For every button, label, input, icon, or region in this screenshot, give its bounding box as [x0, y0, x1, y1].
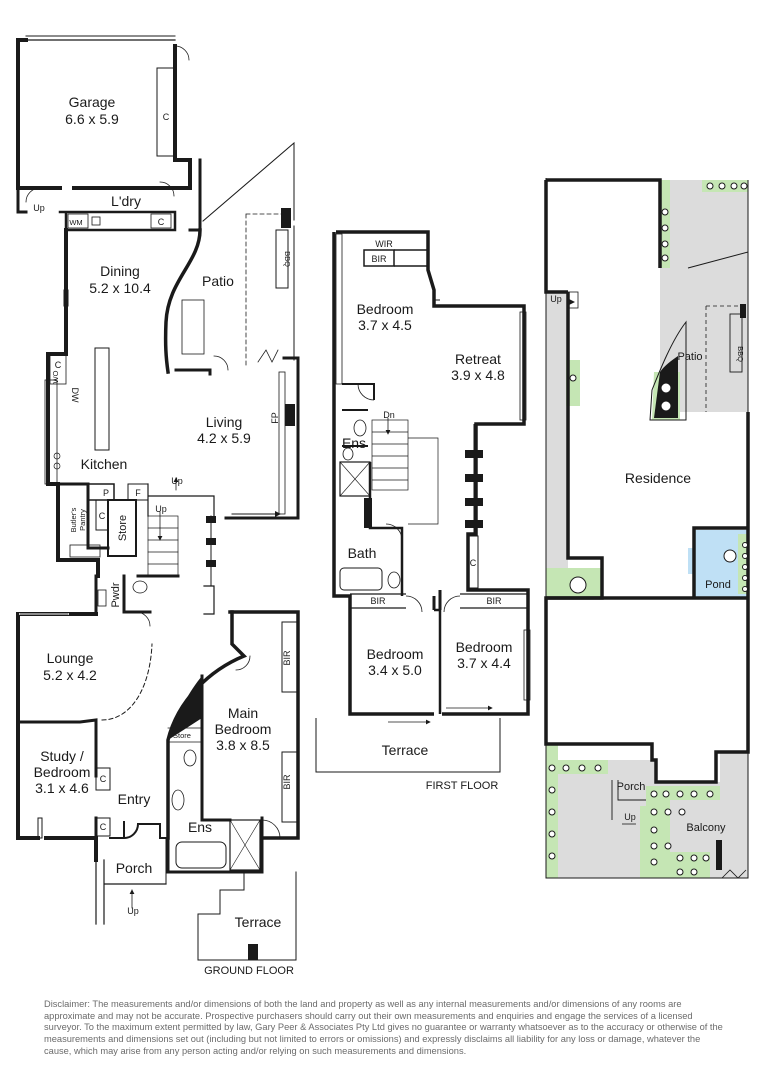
- bedroom3-bir-label: BIR: [486, 596, 502, 606]
- laundry-walls: [58, 210, 177, 232]
- bedroom1-label: Bedroom: [357, 301, 414, 317]
- dining-dims: 5.2 x 10.4: [89, 280, 151, 296]
- bedroom1-dims: 3.7 x 4.5: [358, 317, 412, 333]
- entry-label: Entry: [118, 791, 151, 807]
- porch-up-label: Up: [127, 906, 139, 916]
- dining-label: Dining: [100, 263, 140, 279]
- site-hardscape-top: [660, 180, 748, 412]
- living-walls: [224, 356, 300, 520]
- first-bir-label: BIR: [371, 254, 387, 264]
- stair-up-label: Up: [155, 504, 167, 514]
- study-cupboard: C: [100, 774, 107, 784]
- main-bedroom-label-1: Main: [228, 705, 258, 721]
- patio-label: Patio: [202, 273, 234, 289]
- garage-up-label: Up: [33, 203, 45, 213]
- main-bedroom-dims: 3.8 x 8.5: [216, 737, 270, 753]
- patio-curve-wall: [163, 228, 202, 374]
- washing-machine-label: WM: [69, 218, 82, 227]
- first-floor-outer-walls: [332, 230, 530, 716]
- retreat-dims: 3.9 x 4.8: [451, 367, 505, 383]
- butlers-pantry-label-1: Butler's: [69, 507, 78, 532]
- pantry-cupboard: C: [99, 511, 106, 521]
- wir-label: WIR: [375, 239, 393, 249]
- garage-cupboard: C: [163, 112, 170, 122]
- site-porch-label: Porch: [617, 781, 646, 793]
- garage-dims: 6.6 x 5.9: [65, 111, 119, 127]
- bath-label: Bath: [348, 545, 377, 561]
- laundry-cupboard: C: [158, 217, 165, 227]
- pantry-p-label: P: [103, 488, 109, 498]
- bedroom3-label: Bedroom: [456, 639, 513, 655]
- first-floor-labels: WIR BIR Bedroom 3.7 x 4.5 Retreat 3.9 x …: [342, 239, 512, 792]
- living-dims: 4.2 x 5.9: [197, 430, 251, 446]
- kitchen-label: Kitchen: [81, 456, 128, 472]
- bbq-label: BBQ: [283, 251, 292, 267]
- first-floor-plan: [315, 230, 531, 773]
- bedroom3-dims: 3.7 x 4.4: [457, 655, 511, 671]
- kitchen-cupboard: C: [55, 360, 62, 370]
- store-small-label: Store: [173, 731, 191, 740]
- balcony-label: Balcony: [686, 822, 726, 834]
- stair-up-label-top: Up: [171, 476, 183, 486]
- site-up-top-label: Up: [550, 294, 562, 304]
- store-label: Store: [117, 515, 129, 541]
- site-plan-labels: Up Patio BBQ Residence Pond Porch Up Bal…: [550, 294, 745, 834]
- fridge-f-label: F: [135, 488, 141, 498]
- fireplace-label: FP: [270, 412, 280, 424]
- bedroom2-dims: 3.4 x 5.0: [368, 662, 422, 678]
- site-plan: [544, 178, 750, 879]
- bedroom2-bir-label: BIR: [370, 596, 386, 606]
- disclaimer-text: Disclaimer: The measurements and/or dime…: [44, 999, 723, 1056]
- site-up-bottom-label: Up: [624, 812, 636, 822]
- ensuite-label: Ens: [188, 819, 212, 835]
- retreat-label: Retreat: [455, 351, 501, 367]
- ground-floor-plan: [16, 35, 300, 961]
- study-dims: 3.1 x 4.6: [35, 780, 89, 796]
- wall-oven-label: WO: [51, 370, 60, 383]
- ground-terrace-label: Terrace: [235, 914, 282, 930]
- ensuite-walls: [166, 816, 264, 874]
- dishwasher-label: DW: [70, 388, 80, 403]
- pond-label: Pond: [705, 579, 731, 591]
- porch-label: Porch: [116, 860, 153, 876]
- site-bbq-label: BBQ: [736, 346, 745, 362]
- lounge-label: Lounge: [47, 650, 94, 666]
- stair-down-label: Dn: [383, 410, 395, 420]
- site-patio-label: Patio: [677, 351, 702, 363]
- shrubs: [548, 182, 748, 876]
- main-bir-top: BIR: [282, 650, 292, 666]
- residence-label: Residence: [625, 470, 691, 486]
- entry-cupboard: C: [100, 822, 107, 832]
- pond: [688, 530, 748, 598]
- first-ensuite-label: Ens: [342, 435, 366, 451]
- ground-floor-labels: Garage 6.6 x 5.9 C L'dry WM C Up Dining …: [33, 94, 294, 977]
- first-floor-caption: FIRST FLOOR: [426, 780, 499, 792]
- study-label-1: Study /: [40, 748, 84, 764]
- ground-terrace-outline: [197, 871, 297, 961]
- powder-label: Pwdr: [110, 582, 122, 607]
- main-bir-bottom: BIR: [282, 774, 292, 790]
- first-cupboard-label: C: [470, 558, 477, 568]
- porch-outline: [95, 859, 167, 925]
- powder-room-walls: [94, 574, 152, 616]
- living-label: Living: [206, 414, 243, 430]
- butlers-pantry-label-2: Pantry: [78, 509, 87, 531]
- main-bedroom-label-2: Bedroom: [215, 721, 272, 737]
- lounge-dims: 5.2 x 4.2: [43, 667, 97, 683]
- laundry-label: L'dry: [111, 193, 141, 209]
- study-label-2: Bedroom: [34, 764, 91, 780]
- first-terrace-outline: [315, 718, 501, 773]
- butlers-pantry-walls: [56, 482, 110, 550]
- ground-floor-caption: GROUND FLOOR: [204, 965, 294, 977]
- bedroom2-label: Bedroom: [367, 646, 424, 662]
- garage-label: Garage: [69, 94, 116, 110]
- first-terrace-label: Terrace: [382, 742, 429, 758]
